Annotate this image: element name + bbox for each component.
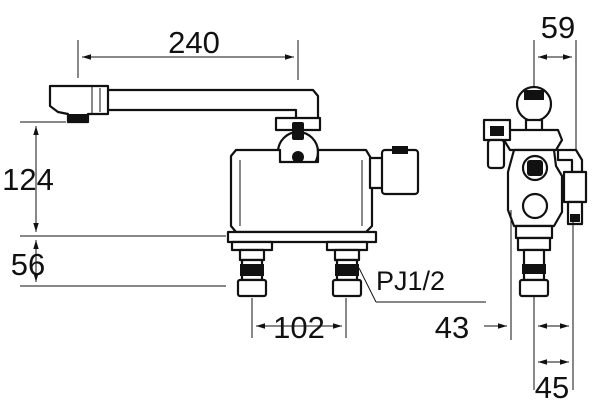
side-lever bbox=[482, 118, 512, 170]
dim-side-depth-mid: 43 bbox=[435, 310, 469, 345]
dim-side-depth-top: 59 bbox=[541, 10, 575, 45]
side-cap bbox=[502, 128, 564, 152]
valve-body bbox=[229, 146, 420, 234]
dim-inlet-spacing: 102 bbox=[273, 310, 325, 345]
dimension-lines bbox=[20, 40, 577, 390]
left-inlet bbox=[230, 240, 274, 298]
base-plate bbox=[226, 230, 378, 244]
front-view bbox=[48, 84, 420, 298]
dim-spout-length: 240 bbox=[168, 25, 220, 60]
side-body bbox=[506, 148, 564, 228]
dim-spout-height: 124 bbox=[2, 162, 54, 197]
side-view bbox=[482, 85, 588, 298]
label-pipe-thread: PJ1/2 bbox=[376, 266, 445, 296]
side-outlet bbox=[556, 148, 588, 226]
side-inlet bbox=[516, 236, 552, 298]
side-handle bbox=[515, 85, 553, 134]
side-base bbox=[514, 224, 554, 240]
right-inlet bbox=[325, 240, 369, 298]
dim-base-height: 56 bbox=[11, 247, 45, 282]
dim-side-depth-bottom: 45 bbox=[535, 370, 569, 405]
spout bbox=[48, 84, 320, 124]
